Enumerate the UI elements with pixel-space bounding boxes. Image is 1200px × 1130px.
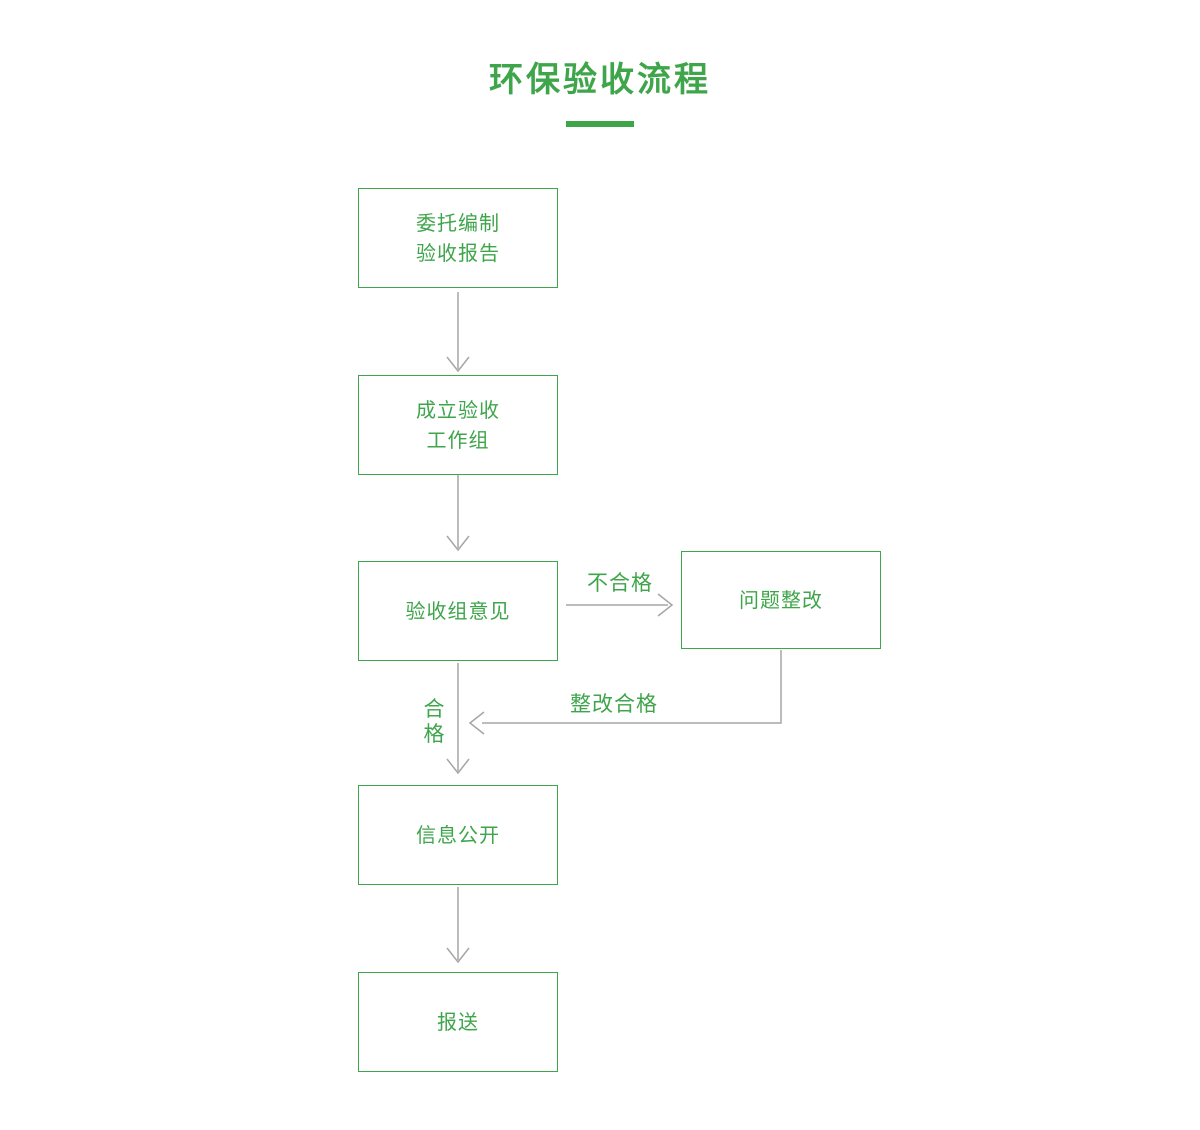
edge-label-rectified: 整改合格 bbox=[570, 692, 658, 716]
edge-label-fail: 不合格 bbox=[587, 571, 653, 595]
box-text-line: 信息公开 bbox=[416, 823, 500, 847]
box-text-line: 委托编制 bbox=[416, 211, 500, 235]
flow-box-acceptance-workgroup: 成立验收 工作组 bbox=[358, 375, 558, 475]
arrow-right-icon bbox=[657, 593, 674, 617]
flow-box-problem-rectification: 问题整改 bbox=[681, 551, 881, 649]
arrow-rectify-return bbox=[468, 650, 782, 735]
box-text-line: 报送 bbox=[437, 1010, 479, 1034]
arrow-down-icon bbox=[446, 947, 470, 964]
title-underline bbox=[566, 121, 634, 127]
arrow-down-icon bbox=[446, 356, 470, 373]
arrow-down-icon bbox=[446, 758, 470, 775]
flow-box-acceptance-opinion: 验收组意见 bbox=[358, 561, 558, 661]
box-text-line: 成立验收 bbox=[416, 398, 500, 422]
edge-label-pass: 合格 bbox=[423, 697, 446, 746]
flow-box-submission: 报送 bbox=[358, 972, 558, 1072]
arrow-workgroup-to-opinion bbox=[446, 475, 470, 552]
box-text-line: 验收组意见 bbox=[405, 599, 511, 623]
arrow-disclosure-to-submit bbox=[446, 887, 470, 964]
arrow-opinion-to-rectify-fail bbox=[566, 593, 674, 617]
arrow-left-icon bbox=[468, 711, 485, 735]
flow-box-information-disclosure: 信息公开 bbox=[358, 785, 558, 885]
page-title: 环保验收流程 bbox=[489, 60, 711, 100]
box-text-line: 工作组 bbox=[426, 428, 490, 452]
box-text-line: 验收报告 bbox=[416, 241, 500, 265]
arrow-commission-to-workgroup bbox=[446, 292, 470, 373]
flow-box-commission-report: 委托编制 验收报告 bbox=[358, 188, 558, 288]
box-text-line: 问题整改 bbox=[739, 588, 823, 612]
arrow-opinion-to-disclosure-pass bbox=[446, 663, 470, 775]
arrow-down-icon bbox=[446, 535, 470, 552]
